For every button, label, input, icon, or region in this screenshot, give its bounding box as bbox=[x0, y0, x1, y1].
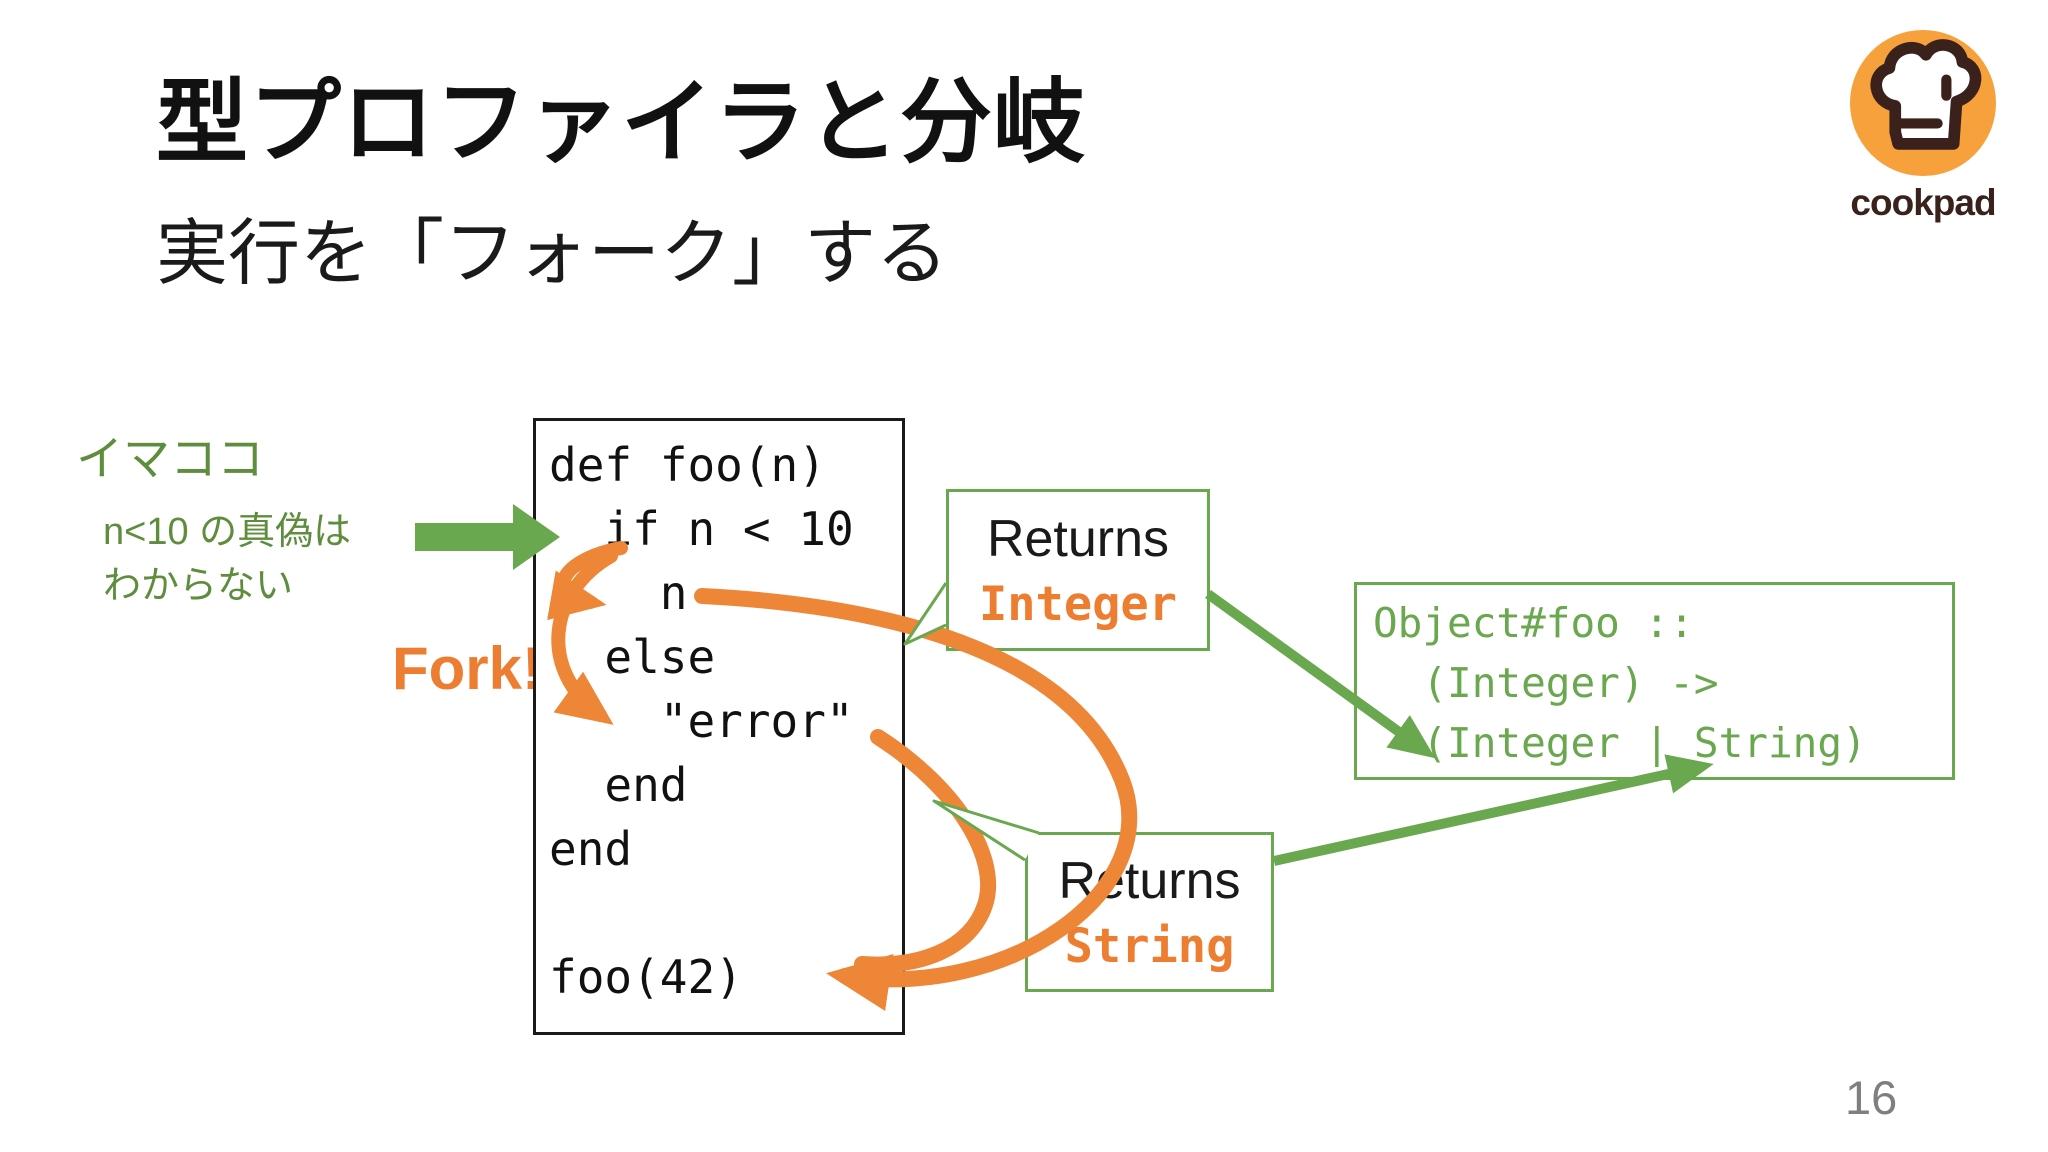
returns-string-type: String bbox=[1064, 919, 1235, 974]
returns-integer-type: Integer bbox=[978, 577, 1178, 632]
cookpad-wordmark: cookpad bbox=[1850, 182, 1996, 223]
code-line: foo(42) bbox=[549, 950, 743, 1004]
page-title: 型プロファイラと分岐 bbox=[156, 72, 1087, 174]
annotation-line-1: n<10 の真偽は bbox=[103, 511, 352, 553]
code-line: n bbox=[549, 566, 688, 620]
cookpad-logo bbox=[1850, 30, 1996, 176]
signature-line-2: (Integer) -> bbox=[1373, 659, 1719, 707]
bubble-tail-integer bbox=[903, 582, 948, 646]
bubble-tail-string bbox=[932, 799, 1040, 862]
signature-line-3: (Integer | String) bbox=[1373, 719, 1867, 767]
code-box: def foo(n) if n < 10 n else "error" end … bbox=[533, 418, 905, 1035]
code-line: if n < 10 bbox=[549, 502, 854, 556]
fork-label: Fork! bbox=[392, 635, 542, 702]
code-line: "error" bbox=[549, 694, 854, 748]
code-line: end bbox=[549, 758, 688, 812]
code-line bbox=[549, 881, 902, 945]
signature-line-1: Object#foo :: bbox=[1373, 599, 1694, 647]
now-here-label: イマココ bbox=[76, 432, 264, 485]
returns-string-bubble: Returns String bbox=[1025, 832, 1274, 992]
slide-subtitle: 実行を「フォーク」する bbox=[156, 214, 949, 294]
green-connector-string bbox=[1272, 754, 1714, 866]
chef-hat-icon bbox=[1870, 39, 1982, 150]
returns-string-prefix: Returns bbox=[1058, 852, 1241, 910]
annotation-line-2: わからない bbox=[103, 565, 294, 607]
code-line: else bbox=[549, 630, 716, 684]
code-line: end bbox=[549, 822, 633, 876]
code-listing: def foo(n) if n < 10 n else "error" end … bbox=[536, 421, 902, 1009]
returns-integer-prefix: Returns bbox=[986, 510, 1170, 568]
returns-integer-bubble: Returns Integer bbox=[946, 489, 1210, 651]
code-line: def foo(n) bbox=[549, 438, 826, 492]
page-number: 16 bbox=[1845, 1071, 1898, 1124]
type-signature-box: Object#foo :: (Integer) -> (Integer | St… bbox=[1354, 582, 1955, 780]
